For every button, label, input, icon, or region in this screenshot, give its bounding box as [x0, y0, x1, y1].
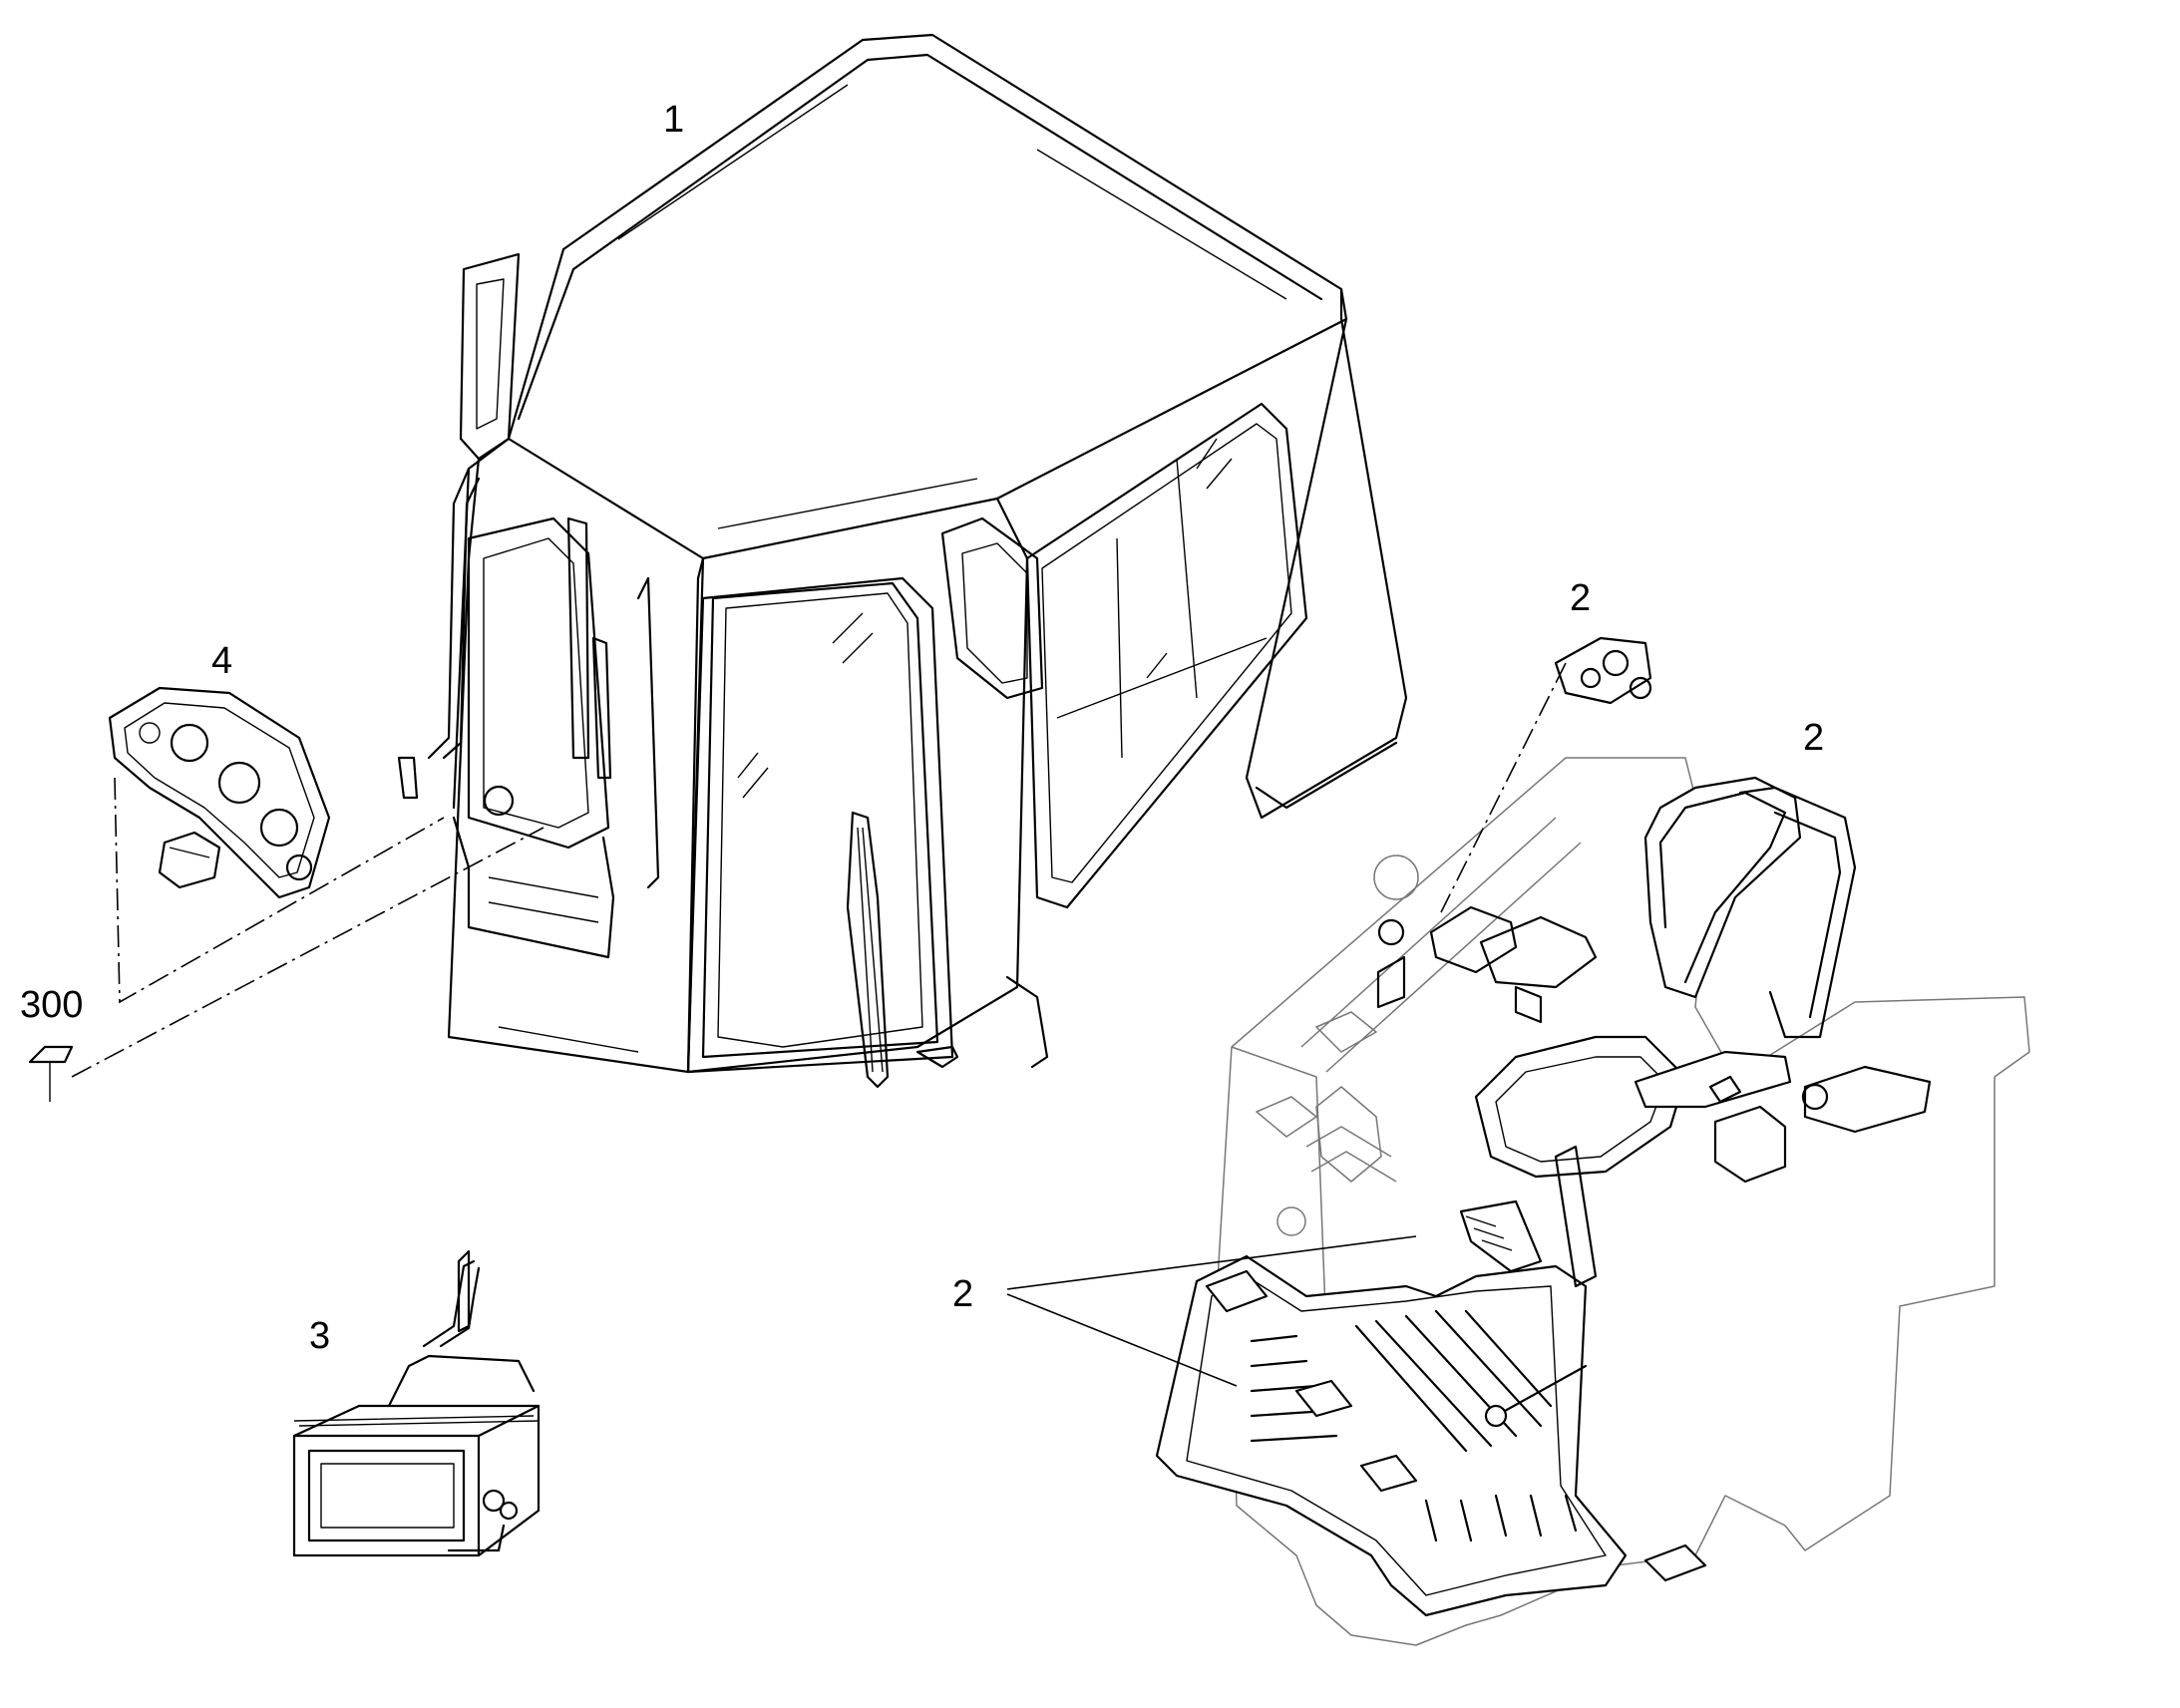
- switch-panel[interactable]: [1554, 636, 1652, 705]
- instrument-cluster[interactable]: [108, 686, 331, 899]
- callout-seat: 2: [1803, 717, 1824, 759]
- leader-2-floor-b: [1006, 1293, 1238, 1387]
- operator-seat[interactable]: [1474, 776, 1857, 1179]
- callout-instrument-cluster: 4: [211, 640, 232, 682]
- cab-assembly[interactable]: [397, 33, 1408, 1089]
- seat-console[interactable]: [1155, 636, 2030, 1646]
- callout-heater-unit: 3: [309, 1315, 330, 1357]
- leader-300: [71, 827, 545, 1078]
- heater-unit[interactable]: [292, 1249, 541, 1557]
- leader-2-top: [1440, 662, 1567, 913]
- callout-control-panel: 2: [1570, 577, 1591, 619]
- callout-decal: 300: [20, 984, 83, 1026]
- decal-part[interactable]: [28, 1045, 74, 1102]
- leader-4: [114, 777, 445, 1004]
- leader-2-floor-a: [1006, 1235, 1417, 1290]
- floor-plate[interactable]: [1155, 1254, 1707, 1617]
- callout-floor-plate: 2: [952, 1273, 973, 1315]
- callout-cab: 1: [663, 99, 684, 141]
